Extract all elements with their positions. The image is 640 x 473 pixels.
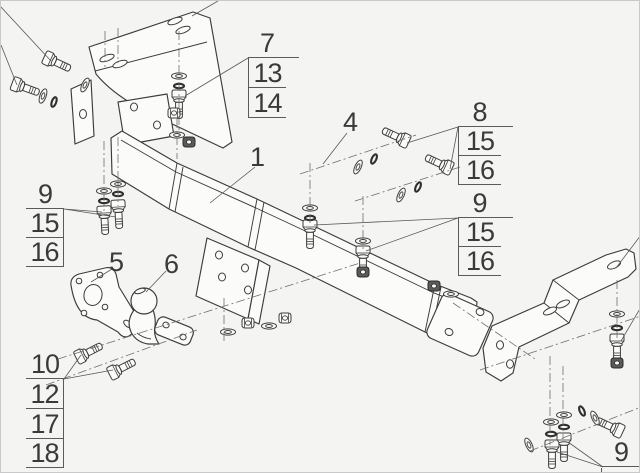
callout-9: 9: [26, 180, 64, 209]
crossbar-top-plate: [117, 93, 175, 146]
callout-15: 15: [458, 127, 501, 156]
callout-14: 14: [248, 88, 286, 118]
callout-17: 17: [26, 409, 64, 439]
callout-6: 6: [164, 249, 179, 279]
callout-stack-7-13-14: 7 13 14: [248, 28, 299, 118]
callout-10: 10: [26, 350, 64, 379]
callout-16: 16: [26, 238, 64, 267]
left-mount-bracket: [70, 11, 233, 149]
crossbar-center-plate: [195, 237, 271, 325]
callout-stack-9-15-16-right: 9 15 16: [458, 189, 513, 276]
callout-stack-8-15-16: 8 15 16: [458, 98, 513, 185]
right-mount-bracket: [482, 248, 637, 382]
callout-16: 16: [458, 156, 501, 185]
callout-9-bottom-right: 9: [601, 437, 639, 467]
callout-1: 1: [250, 142, 265, 172]
callout-9: 9: [458, 189, 513, 218]
callout-4: 4: [343, 107, 358, 137]
callout-15: 15: [458, 218, 501, 247]
callout-12: 12: [26, 379, 64, 409]
callout-box-stub: [601, 468, 603, 472]
crossbar-end-plate: [426, 293, 494, 357]
callout-8: 8: [458, 98, 513, 127]
callout-13: 13: [248, 58, 286, 88]
base-plate: [70, 267, 141, 338]
callout-7: 7: [248, 28, 299, 58]
tow-ball: [128, 287, 194, 346]
callout-18: 18: [26, 439, 64, 468]
center-lines: [45, 28, 639, 452]
callout-15: 15: [26, 209, 64, 238]
callout-stack-10-12-17-18: 10 12 17 18: [26, 350, 64, 468]
callout-9: 9: [601, 437, 639, 467]
callout-16: 16: [458, 247, 501, 276]
callout-5: 5: [109, 247, 124, 277]
callout-stack-9-15-16-left: 9 15 16: [26, 180, 64, 267]
